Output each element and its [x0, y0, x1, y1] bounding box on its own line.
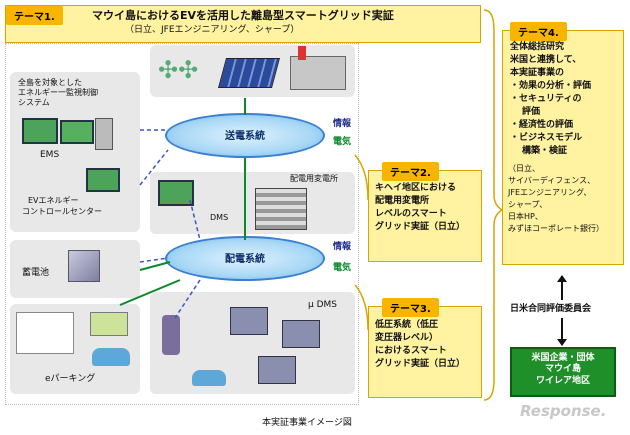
- ev-car-icon: [92, 348, 130, 366]
- theme2-line2: 配電用変電所: [375, 196, 430, 206]
- distribution-label: 配電系統: [225, 254, 265, 265]
- theme4-member6: みずほコーポレート銀行）: [508, 224, 604, 233]
- theme4-bullet2b: 評価: [522, 107, 541, 117]
- charger-icon: [90, 312, 128, 336]
- battery-icon: [68, 250, 100, 282]
- theme2-tag: テーマ2.: [382, 162, 439, 181]
- us-partners-box: 米国企業・団体 マウイ島 ワイレア地区: [510, 347, 616, 397]
- house-icon-3: [258, 356, 296, 384]
- micro-dms-label: μ DMS: [308, 300, 337, 310]
- ems-monitor-icon: [22, 118, 58, 144]
- dms-label: DMS: [210, 213, 229, 222]
- theme2-box: [368, 170, 482, 262]
- theme3-line3: におけるスマート: [375, 346, 447, 356]
- power-plant-icon: [290, 56, 346, 90]
- theme1-members: （日立、JFEエンジニアリング、シャープ）: [125, 25, 300, 35]
- power-label-2: 電気: [333, 263, 352, 273]
- info-label-2: 情報: [333, 242, 352, 252]
- theme1-title: マウイ島におけるEVを活用した離島型スマートグリッド実証: [92, 9, 394, 22]
- theme1-frame: [5, 43, 359, 405]
- theme4-bullet3: ・経済性の評価: [510, 120, 574, 130]
- info-label-1: 情報: [333, 119, 352, 129]
- control-caption-2: エネルギー一監視制御: [18, 88, 98, 97]
- substation-icon: [255, 188, 307, 230]
- theme1-box: [5, 5, 481, 43]
- committee-label: 日米合同評価委員会: [510, 304, 592, 314]
- ev-center-label-2: コントロールセンター: [22, 207, 102, 216]
- partners-line3: ワイレア地区: [535, 375, 590, 386]
- eparking-label: eパーキング: [45, 374, 96, 384]
- chimney-icon: [298, 46, 306, 60]
- theme3-line2: 変圧器レベル）: [375, 333, 439, 343]
- theme4-bullet1: ・効果の分析・評価: [510, 81, 592, 91]
- theme3-line1: 低圧系統（低圧: [375, 320, 439, 330]
- ems-server-icon: [95, 118, 113, 150]
- theme4-member5: 日本HP、: [508, 212, 543, 221]
- transmission-ring: [165, 113, 325, 158]
- partners-line2: マウイ島: [544, 364, 581, 375]
- theme4-tag: テーマ4.: [510, 22, 567, 41]
- parking-lot-icon: [16, 312, 74, 354]
- partners-line1: 米国企業・団体: [531, 353, 595, 363]
- theme4-member3: JFEエンジニアリング、: [508, 188, 592, 197]
- pole-transformer-icon: [162, 315, 180, 355]
- theme4-member4: シャープ、: [508, 200, 548, 209]
- theme4-line2: 米国と連携して、: [510, 55, 582, 65]
- figure-caption: 本実証事業イメージ図: [262, 418, 352, 428]
- theme4-bullet2a: ・セキュリティの: [510, 94, 582, 104]
- ev-center-monitor-icon: [86, 168, 120, 192]
- response-watermark: Response.: [520, 402, 607, 420]
- ems-monitor-icon-2: [60, 120, 94, 144]
- control-system-panel: [10, 72, 140, 232]
- theme2-line1: キヘイ地区における: [375, 183, 457, 193]
- ev-center-label-1: EVエネルギー: [28, 196, 79, 205]
- theme1-tag: テーマ1.: [6, 6, 63, 25]
- ev-car-icon-2: [192, 370, 226, 386]
- theme4-line1: 全体総括研究: [510, 42, 565, 52]
- theme4-member2: サイバーディフェンス、: [508, 176, 596, 185]
- dms-monitor-icon: [158, 180, 194, 206]
- theme4-line3: 本実証事業の: [510, 68, 565, 78]
- theme3-tag: テーマ3.: [382, 298, 439, 317]
- power-label-1: 電気: [333, 137, 352, 147]
- control-caption-1: 全島を対象とした: [18, 78, 82, 87]
- transmission-label: 送電系統: [225, 131, 265, 142]
- theme4-member1: （日立、: [508, 164, 540, 173]
- substation-label: 配電用変電所: [290, 174, 338, 183]
- theme2-line3: レベルのスマート: [375, 209, 447, 219]
- battery-label: 蓄電池: [22, 268, 50, 278]
- theme4-bullet4a: ・ビジネスモデル: [510, 133, 583, 143]
- control-caption-3: システム: [18, 98, 50, 107]
- theme3-line4: グリッド実証（日立）: [375, 359, 466, 369]
- house-icon-2: [282, 320, 320, 348]
- theme2-line4: グリッド実証（日立）: [375, 222, 466, 232]
- theme3-box: [368, 306, 482, 398]
- wind-turbine-icon: ✣✣: [158, 56, 199, 84]
- house-icon: [230, 307, 268, 335]
- ems-label: EMS: [40, 150, 60, 160]
- theme4-bullet4b: 構築・検証: [522, 146, 568, 156]
